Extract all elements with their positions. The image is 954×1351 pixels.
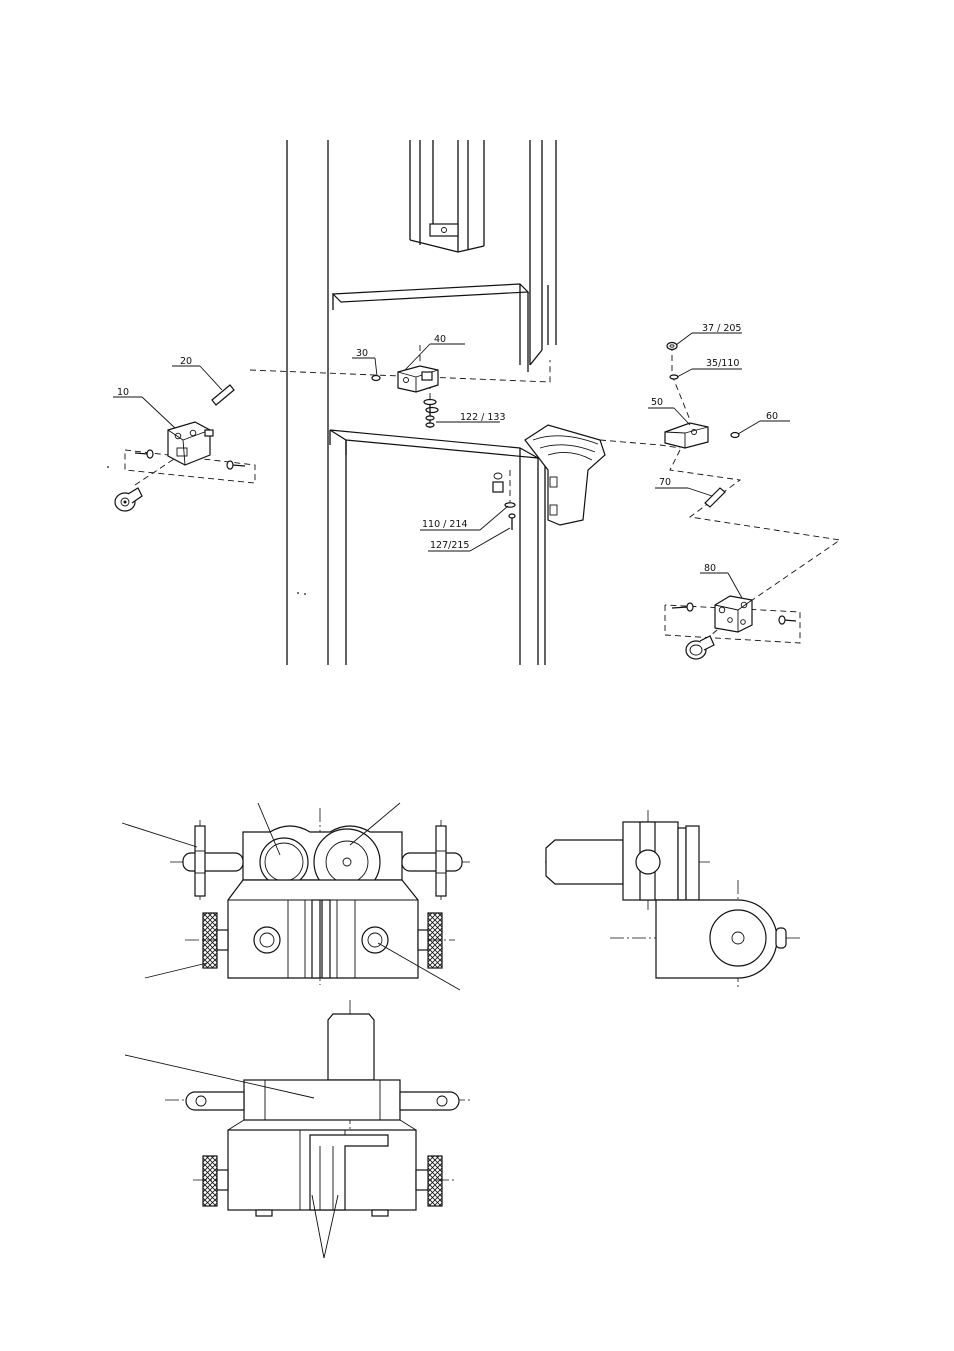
spacer-block (492, 481, 504, 493)
upper-cross-beam (331, 283, 530, 372)
label-37-205: 37 / 205 (702, 323, 741, 334)
label-10: 10 (117, 387, 129, 398)
label-80: 80 (704, 563, 716, 574)
part-20-pin (211, 384, 235, 406)
part-122-bolts (423, 398, 439, 428)
label-20: 20 (180, 356, 192, 367)
lower-cross-beam (329, 429, 546, 665)
part-40-bracket (397, 365, 439, 393)
label-35-110: 35/110 (706, 358, 739, 369)
roller-bracket (524, 424, 606, 526)
front-view (121, 802, 470, 991)
part-80-block (714, 595, 753, 633)
part-35-washer (669, 374, 679, 380)
part-10-block (167, 421, 211, 466)
part-70-pin (704, 487, 726, 508)
label-50: 50 (651, 397, 663, 408)
label-60: 60 (766, 411, 778, 422)
part-50-bracket (664, 422, 709, 449)
top-view (124, 1000, 470, 1259)
part-60-screw (730, 431, 740, 439)
label-70: 70 (659, 477, 671, 488)
label-110-214: 110 / 214 (422, 519, 468, 530)
frame-structure (286, 140, 606, 665)
part-37-nut (666, 341, 678, 351)
part-10-screws (134, 429, 246, 470)
part-labels: 20 10 30 40 122 / 133 37 / 205 35/110 50… (113, 323, 790, 599)
label-122-133: 122 / 133 (460, 412, 506, 423)
part-80-screws-knob (671, 602, 797, 660)
upper-profile (409, 140, 557, 366)
label-127-215: 127/215 (430, 540, 469, 551)
part-30-screw (371, 374, 381, 382)
label-30: 30 (356, 348, 368, 359)
part-10-knob (114, 487, 143, 512)
side-view (545, 810, 800, 990)
label-40: 40 (434, 334, 446, 345)
